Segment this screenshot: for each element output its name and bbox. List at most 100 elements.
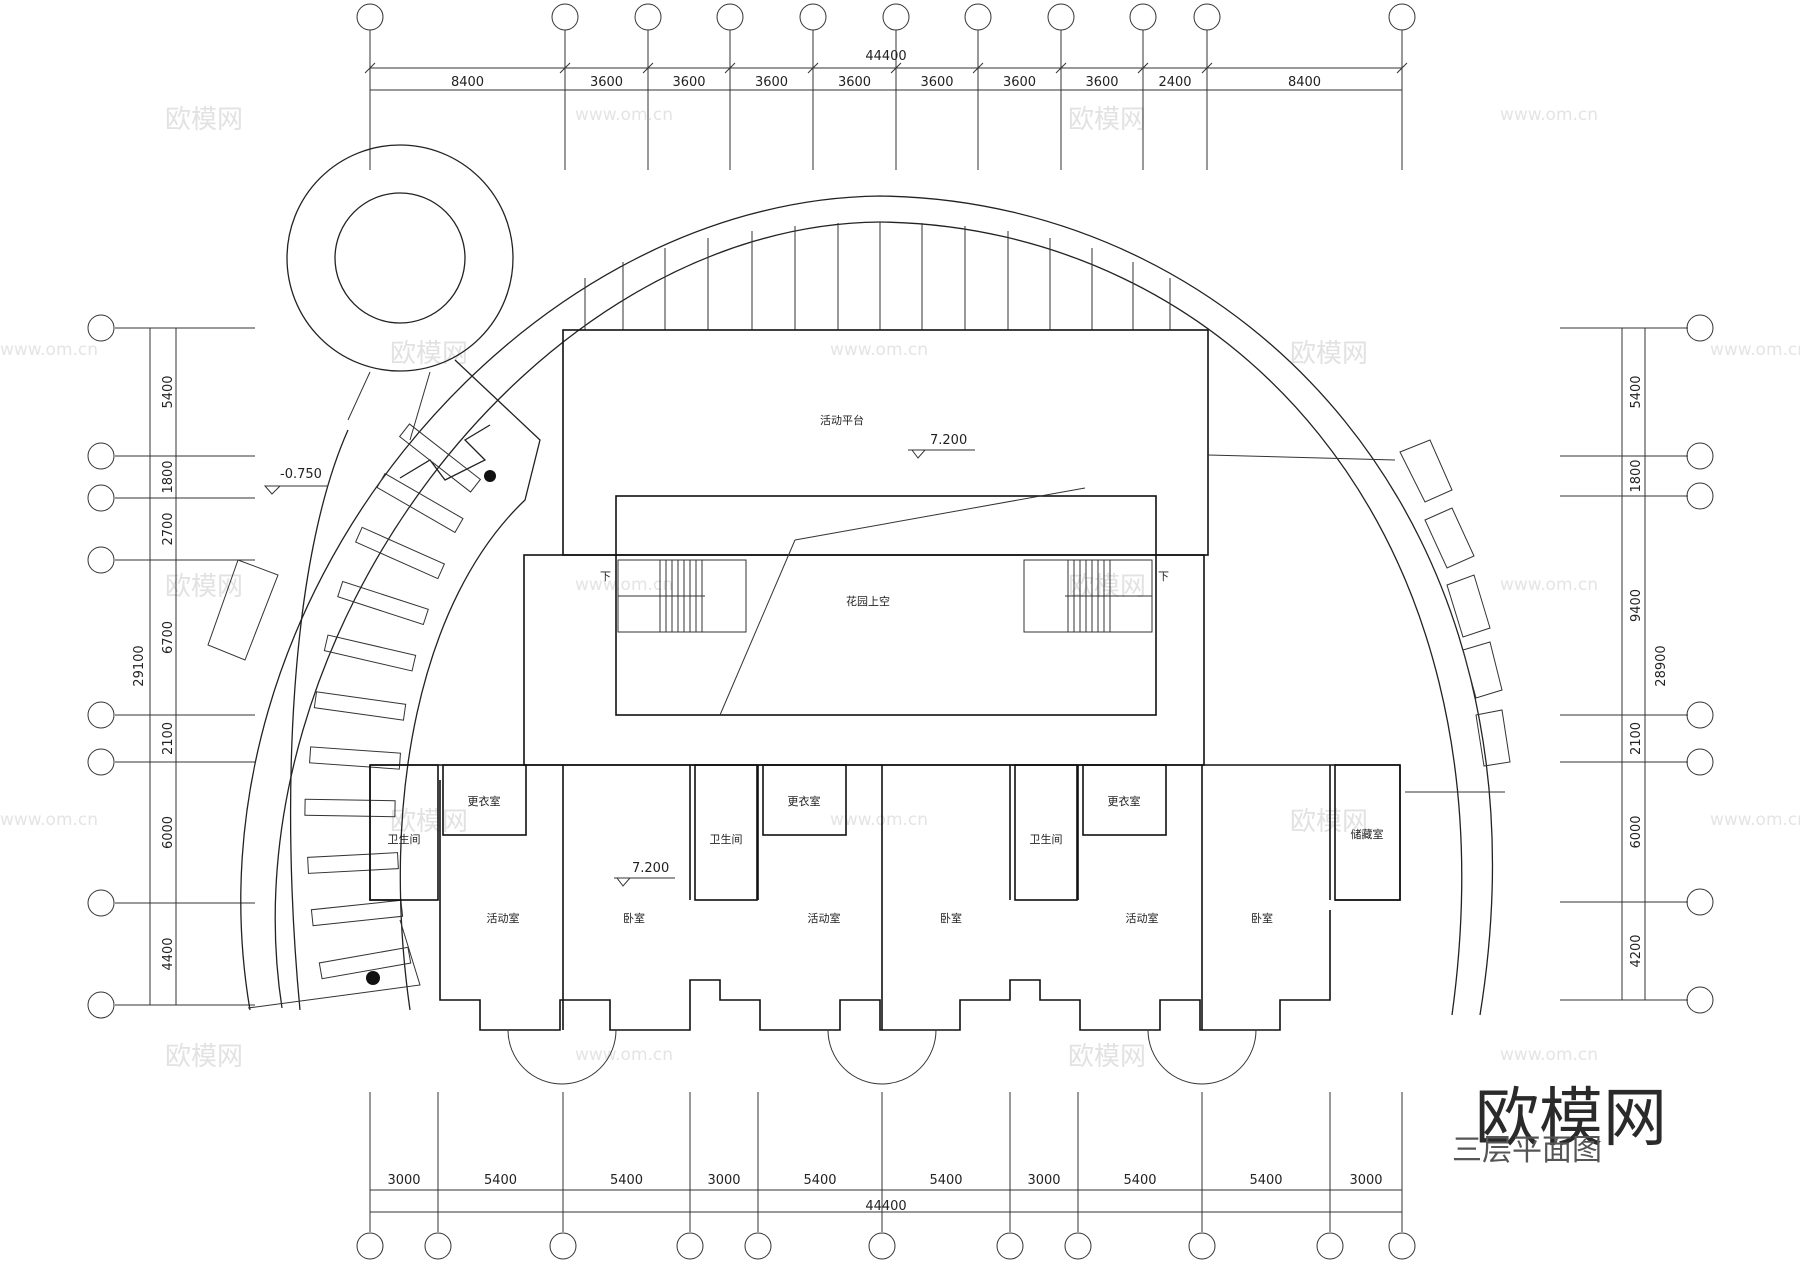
bottom-total-dimension: 44400 [865,1199,906,1214]
label-changing-room: 更衣室 [788,794,821,808]
axis-bubble-bottom [996,1232,1024,1260]
dimension-label: 5400 [610,1173,643,1188]
brand-logo-watermark: 欧模网 [1475,1082,1667,1156]
dimension-label: 3000 [1349,1173,1382,1188]
curved-ramp: -0.750 [207,359,541,1011]
watermark-url: www.om.cn [1500,1045,1598,1065]
dimension-label: 3600 [920,75,953,90]
axis-bubble-right [1686,748,1714,776]
balcony-arcs [507,1029,1257,1085]
watermark-brand: 欧模网 [390,339,468,369]
right-bay-windows [1399,439,1511,793]
unit-row-walls [369,764,1401,1031]
axis-bubble-top [634,3,662,31]
axis-bubble-bottom [744,1232,772,1260]
dimension-label: 4200 [1629,934,1644,967]
axis-bubble-left [87,991,115,1019]
axis-bubble-bottom [676,1232,704,1260]
label-activity-room: 活动室 [487,911,520,925]
axis-bubble-right [1686,986,1714,1014]
left-stair-down-label: 下 [600,570,611,583]
axis-bubble-top [882,3,910,31]
axis-bubble-right [1686,482,1714,510]
label-changing-room: 更衣室 [1108,794,1141,808]
dimension-label: 6000 [161,816,176,849]
axis-bubble-bottom [549,1232,577,1260]
outer-round-tower [286,144,514,372]
platform-level: 7.200 [930,433,967,448]
watermark-brand: 欧模网 [165,105,243,135]
dimension-label: 3600 [672,75,705,90]
label-bedroom: 卧室 [623,911,645,925]
activity-platform [562,329,1209,556]
dimension-label: 3600 [755,75,788,90]
watermark-url: www.om.cn [1500,105,1598,125]
label-toilet: 卫生间 [1030,832,1063,846]
dimension-label: 5400 [161,375,176,408]
watermark-url: www.om.cn [830,340,928,360]
label-changing-room: 更衣室 [468,794,501,808]
watermark-brand: 欧模网 [1068,572,1146,602]
axis-bubble-bottom [1188,1232,1216,1260]
dimension-label: 6700 [161,621,176,654]
axis-bubble-top [1193,3,1221,31]
axis-bubble-left [87,484,115,512]
watermark-url: www.om.cn [1710,810,1800,830]
label-bedroom: 卧室 [940,911,962,925]
dimension-label: 5400 [1249,1173,1282,1188]
dimension-label: 5400 [803,1173,836,1188]
axis-bubble-right [1686,442,1714,470]
dimension-label: 2100 [1629,722,1644,755]
left-stair [617,559,747,633]
watermark-url: www.om.cn [575,575,673,595]
label-activity-room: 活动室 [1126,911,1159,925]
axis-bubble-bottom [1388,1232,1416,1260]
axis-bubble-left [87,701,115,729]
drawing-title: 三层平面图 [1452,1133,1602,1168]
ramp-planter [207,559,279,661]
watermark-url: www.om.cn [575,105,673,125]
axis-bubble-bottom [868,1232,896,1260]
watermark-url: www.om.cn [0,810,98,830]
dimension-label: 2100 [161,722,176,755]
dimension-label: 5400 [1123,1173,1156,1188]
pergola-slats [584,222,1171,330]
dimension-label: 8400 [451,75,484,90]
top-axis-lines [356,3,1416,170]
label-garden-void: 花园上空 [846,594,890,608]
room-level: 7.200 [632,861,669,876]
dimension-label: 3000 [387,1173,420,1188]
axis-bubble-left [87,546,115,574]
axis-bubble-bottom [1316,1232,1344,1260]
axis-bubble-right [1686,314,1714,342]
axis-bubble-left [87,748,115,776]
axis-bubble-top [1047,3,1075,31]
right-axis-lines [1560,314,1714,1014]
dimension-label: 8400 [1288,75,1321,90]
watermark-layer: 欧模网 www.om.cn 欧模网 www.om.cn www.om.cn 欧模… [0,105,1800,1072]
axis-bubble-top [1129,3,1157,31]
garden-void-block [615,495,1157,716]
right-total-dimension: 28900 [1654,645,1669,686]
label-activity-room: 活动室 [808,911,841,925]
axis-bubble-bottom [424,1232,452,1260]
axis-bubble-top [1388,3,1416,31]
dimension-label: 1800 [161,460,176,493]
right-stair-down-label: 下 [1158,570,1169,583]
ramp-level: -0.750 [280,467,322,482]
label-toilet: 卫生间 [710,832,743,846]
watermark-url: www.om.cn [0,340,98,360]
dimension-label: 1800 [1629,459,1644,492]
watermark-brand: 欧模网 [1290,339,1368,369]
watermark-brand: 欧模网 [1290,807,1368,837]
label-activity-platform: 活动平台 [820,413,864,427]
axis-bubble-top [551,3,579,31]
axis-bubble-top [356,3,384,31]
watermark-url: www.om.cn [575,1045,673,1065]
dimension-label: 3000 [1027,1173,1060,1188]
label-storage: 储藏室 [1351,827,1384,841]
